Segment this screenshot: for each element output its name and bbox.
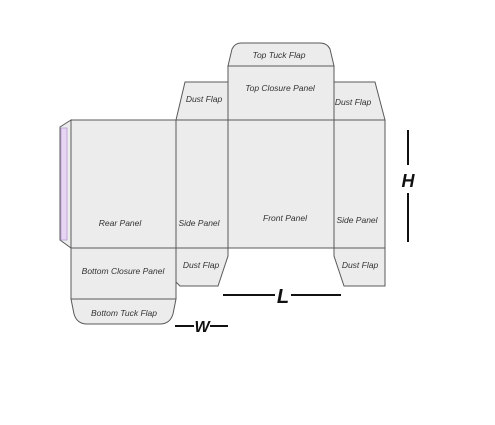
top-tuck-flap — [227, 42, 335, 67]
front-panel-label: Front Panel — [263, 213, 308, 223]
glue-strip — [60, 127, 68, 241]
bottom-tuck-flap — [70, 298, 177, 325]
dust-flap-top-left — [175, 81, 229, 121]
dust-flap-bottom-left-label: Dust Flap — [183, 260, 220, 270]
dust-flap-bottom-right — [333, 247, 386, 287]
rear-panel — [70, 119, 177, 249]
dust-flap-bottom-right-label: Dust Flap — [342, 260, 379, 270]
top-tuck-flap-label: Top Tuck Flap — [253, 50, 306, 60]
top-closure-panel-label: Top Closure Panel — [245, 83, 316, 93]
side-panel-right-label: Side Panel — [336, 215, 378, 225]
length-dimension-label: L — [277, 286, 289, 308]
bottom-closure-panel-label: Bottom Closure Panel — [82, 266, 166, 276]
side-panel-right — [333, 119, 386, 249]
side-panel-left — [175, 119, 229, 249]
dust-flap-top-right — [333, 81, 386, 121]
dust-flap-bottom-left — [175, 247, 229, 287]
dust-flap-top-right-label: Dust Flap — [335, 97, 372, 107]
dust-flap-top-left-label: Dust Flap — [186, 94, 223, 104]
width-dimension-label: W — [194, 319, 211, 336]
top-closure-panel — [227, 65, 335, 121]
front-panel — [227, 119, 335, 249]
side-panel-left-label: Side Panel — [178, 218, 220, 228]
bottom-tuck-flap-label: Bottom Tuck Flap — [91, 308, 157, 318]
rear-panel-label: Rear Panel — [99, 218, 143, 228]
height-dimension-label: H — [402, 171, 416, 191]
